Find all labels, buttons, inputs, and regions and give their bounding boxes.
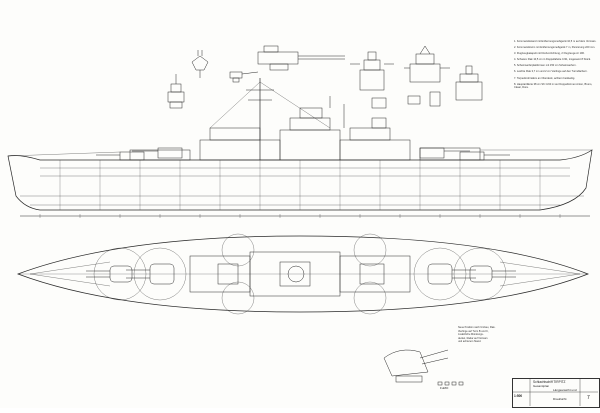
note-3: 3. Flugzeugkatapult mit Drehvorrichtung,…: [514, 52, 585, 56]
bottom-marks-label: FuMO: [440, 386, 449, 390]
revision-note-line: deckel, Radar auf Vormars: [458, 336, 488, 340]
note-5: 5. Scheinwerferplattformen mit 150 cm Sc…: [514, 64, 577, 68]
detail-bottom-turret: [383, 349, 449, 383]
scale-label: 1:500: [514, 394, 523, 398]
plan-view: [16, 233, 589, 315]
note-7: 7. Torpedorohrsätze an Oberdeck, achtern…: [514, 76, 576, 80]
revision-note-line: Neue Position nach Umbau, Flak-: [458, 326, 496, 329]
detail-turret-top-view: [191, 50, 209, 78]
detail-director-left: [350, 51, 394, 91]
revision-note-line: und achterem Stand.: [458, 340, 482, 343]
notes-column: 1. Kommandostand mit Entfernungsmeßgerät…: [514, 40, 598, 180]
side-elevation: [7, 78, 593, 211]
note-8: 8. Hauptartillerie 38 cm SK C/34 in vier…: [514, 82, 593, 90]
frame-scale: [20, 214, 590, 218]
note-1: 1. Kommandostand mit Entfernungsmeßgerät…: [514, 40, 597, 43]
title-line-4: Draufsicht: [553, 397, 567, 401]
title-line-2: Gesamtplan: [533, 384, 550, 388]
revision-note: Neue Position nach Umbau, Flak- Vierling…: [458, 326, 518, 344]
revision-note-line: zusätzliche Mündungs-: [458, 333, 484, 336]
title-block: Schlachtschiff TIRPITZ Gesamtplan Längsa…: [512, 378, 600, 408]
detail-lower-parts: [371, 65, 483, 129]
title-ship: Schlachtschiff TIRPITZ: [533, 380, 566, 384]
bottom-marks: [437, 381, 464, 386]
note-2: 2. Kommandoturm mit Entfernungsmeßgerät …: [514, 46, 596, 50]
detail-mast-assembly: [167, 74, 185, 109]
detail-director-right: [404, 45, 450, 83]
title-block-rules: [512, 378, 598, 406]
note-4: 4. Schwere Flak 10,5 cm in Doppellafette…: [514, 58, 591, 62]
sheet-number: 7: [587, 395, 590, 401]
revision-note-line: Vierlinge auf Turm B und C,: [458, 329, 489, 333]
note-6: 6. Leichte Flak 3,7 cm und 2 cm Vierling…: [514, 70, 588, 74]
detail-gun-turret-side: [257, 45, 345, 71]
detail-small-gun: [229, 71, 259, 83]
title-line-3: Längsansicht und: [553, 388, 577, 392]
